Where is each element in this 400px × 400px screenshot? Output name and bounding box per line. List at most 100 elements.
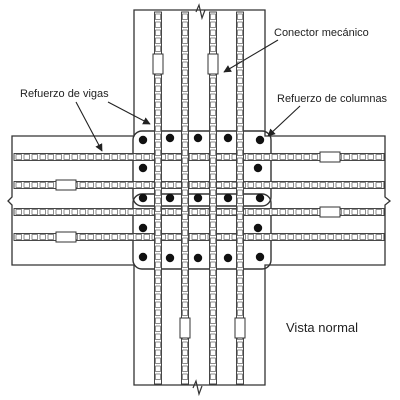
beam-bar-link [167, 154, 174, 160]
longitudinal-bar-dot [255, 252, 265, 262]
beam-bar-link [223, 209, 230, 215]
column-bar-link [210, 101, 216, 108]
column-bar-link [155, 165, 161, 172]
beam-bar-link [343, 234, 350, 240]
column-bar-link [155, 285, 161, 292]
corner-bars [138, 133, 265, 263]
longitudinal-bar-dot [138, 135, 148, 145]
column-bar-link [155, 293, 161, 300]
column-bar-link [155, 317, 161, 324]
beam-bar-link [263, 234, 270, 240]
column-bar-link [210, 173, 216, 180]
column-bar [209, 11, 217, 385]
column-bar-link [237, 277, 243, 284]
beam-bar-link [31, 154, 38, 160]
beam-bar-outline [13, 233, 385, 241]
column-bar-link [210, 325, 216, 332]
column-bar-link [182, 61, 188, 68]
beam-bar-link [287, 182, 294, 188]
beam-bar-link [135, 234, 142, 240]
column-bar-link [182, 85, 188, 92]
column-bar [181, 11, 189, 385]
longitudinal-bar-dot [255, 193, 265, 203]
beam-bar-link [119, 182, 126, 188]
beam-bar-link [103, 154, 110, 160]
beam-bar-link [279, 234, 286, 240]
beam-bar-link [295, 182, 302, 188]
longitudinal-bar-dot [223, 133, 233, 143]
column-bar-link [237, 101, 243, 108]
beam-bar-link [255, 154, 262, 160]
column-bar-link [210, 237, 216, 244]
column-bar-link [237, 309, 243, 316]
column-bar-link [155, 269, 161, 276]
column-bar-link [155, 157, 161, 164]
longitudinal-bar-dot [255, 135, 265, 145]
column-bar-link [210, 349, 216, 356]
beam-bar-link [135, 182, 142, 188]
beam-bar-link [303, 154, 310, 160]
column-bar-link [182, 269, 188, 276]
beam-bar-link [255, 234, 262, 240]
column-bar-link [237, 301, 243, 308]
beam-bar-link [87, 154, 94, 160]
beam-bar-link [319, 182, 326, 188]
longitudinal-bar-dot [223, 253, 233, 263]
beam-bar-link [23, 154, 30, 160]
beam-bar-link [127, 209, 134, 215]
column-bar-link [182, 69, 188, 76]
column-bar-link [182, 29, 188, 36]
column-bar-link [210, 229, 216, 236]
longitudinal-bar-dot [138, 193, 148, 203]
column-bar-link [182, 133, 188, 140]
label-view: Vista normal [286, 320, 358, 335]
beam-bar-link [95, 234, 102, 240]
beam-bar-link [143, 209, 150, 215]
column-bar-link [210, 309, 216, 316]
column-bar-link [210, 149, 216, 156]
column-bar-link [155, 181, 161, 188]
beam-bar-link [247, 234, 254, 240]
column-bar-link [237, 237, 243, 244]
beam-bar-link [47, 234, 54, 240]
column-bar-link [210, 125, 216, 132]
beam-bar-link [247, 154, 254, 160]
beam-bar-link [95, 154, 102, 160]
beam-bar-link [31, 209, 38, 215]
joint-loop-lower [132, 193, 272, 270]
beam-bar-link [351, 154, 358, 160]
beam-bar-link [327, 182, 334, 188]
beam-bar-link [39, 234, 46, 240]
beam-bar-link [87, 182, 94, 188]
longitudinal-bar-dot [193, 193, 203, 203]
column-bar-link [182, 221, 188, 228]
column-bar-link [155, 45, 161, 52]
beam-bar-link [359, 234, 366, 240]
column-bar-link [182, 149, 188, 156]
column-bar-link [155, 85, 161, 92]
top-break-mark [195, 3, 206, 21]
column-bar-link [210, 317, 216, 324]
column-bar-link [155, 37, 161, 44]
beam-bar-link [287, 209, 294, 215]
label-column-reinforcement: Refuerzo de columnas [277, 93, 388, 105]
beam-bar-link [223, 182, 230, 188]
column-bar-link [210, 293, 216, 300]
beam-bar-link [79, 234, 86, 240]
beam-connector [319, 151, 341, 163]
column-bar-link [210, 13, 216, 20]
beam-bar-link [271, 182, 278, 188]
column-bar-link [237, 45, 243, 52]
beam-bar-outline [13, 181, 385, 189]
column-bar [236, 11, 244, 385]
column-bar-link [210, 29, 216, 36]
column-bar-link [237, 93, 243, 100]
beam-bar-link [119, 154, 126, 160]
column-bar-link [182, 245, 188, 252]
column-bar-link [182, 293, 188, 300]
column-bar-link [155, 373, 161, 380]
beam-bar-link [343, 209, 350, 215]
beam-connector [55, 179, 77, 191]
beam-connector [55, 231, 77, 243]
column-bar-link [182, 373, 188, 380]
